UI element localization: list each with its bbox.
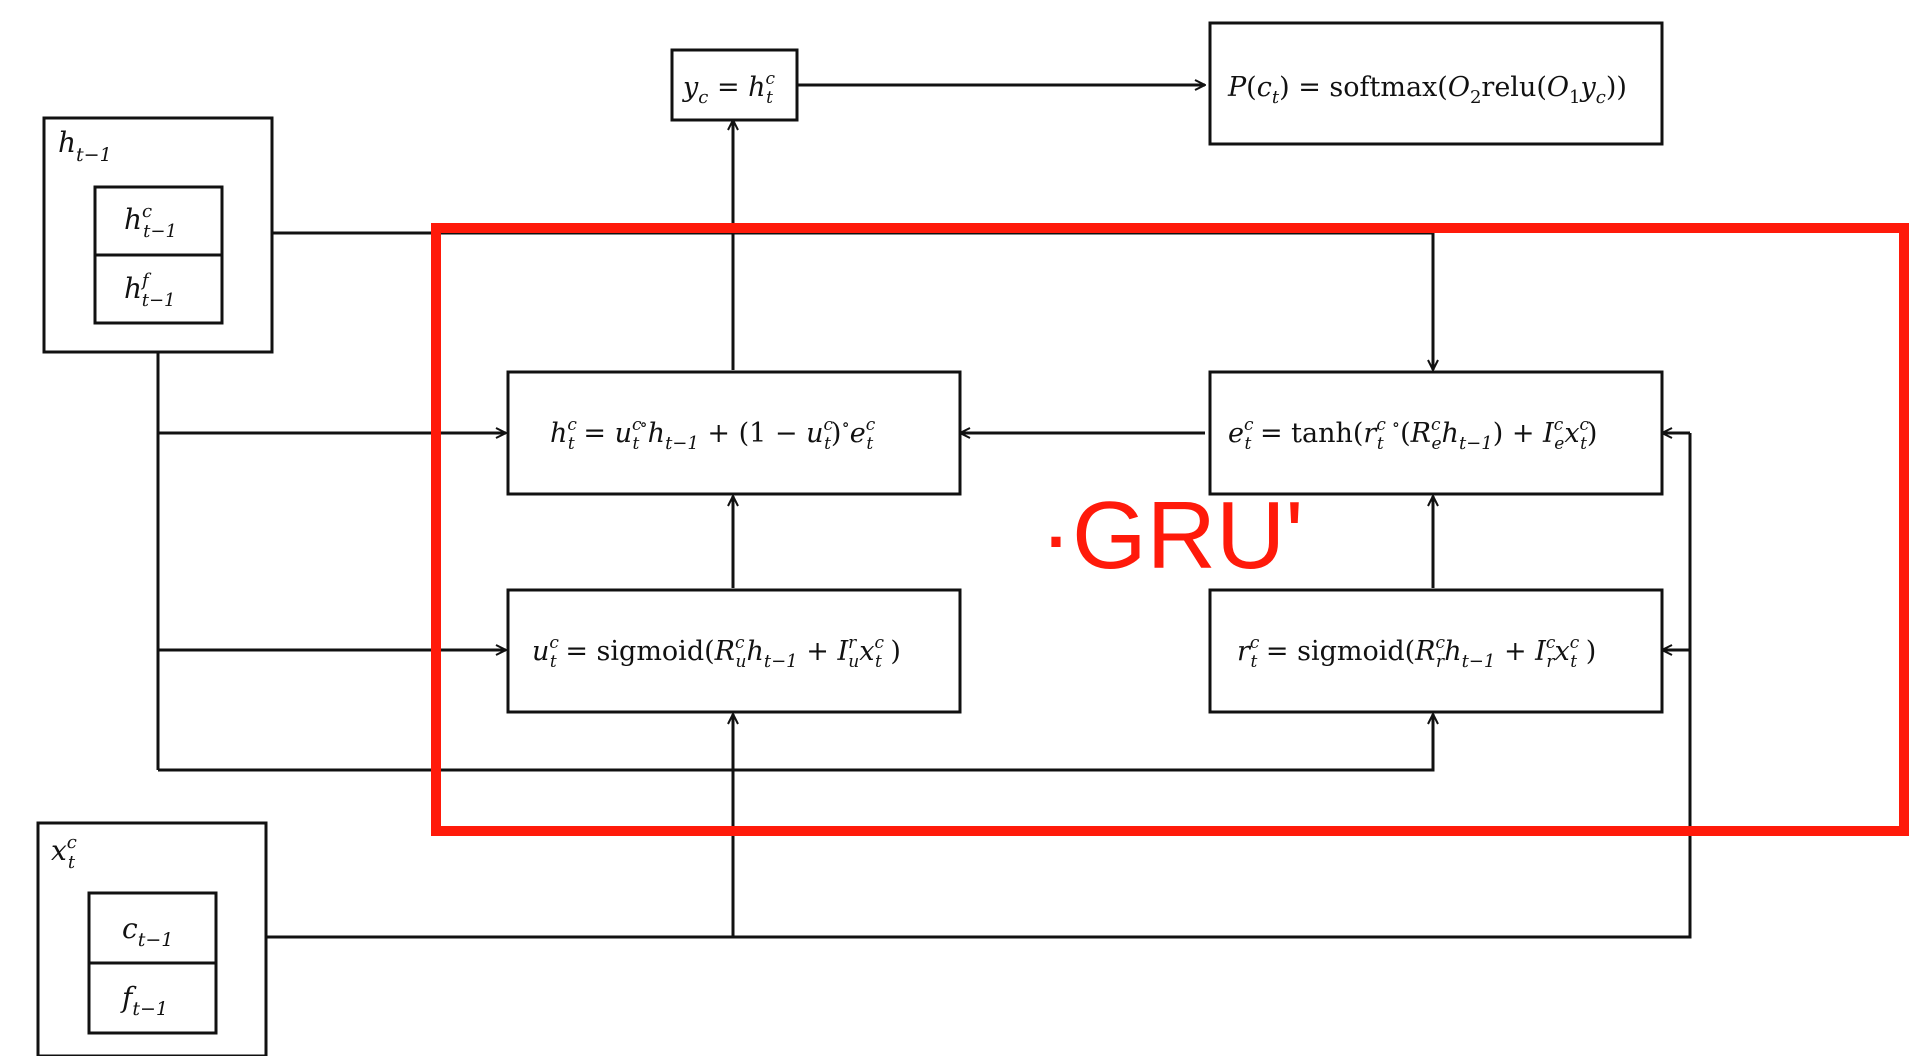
gru-annotation: ·GRU'	[1040, 482, 1304, 589]
x-bottom-cell	[87, 961, 218, 1035]
connectors	[156, 85, 1692, 939]
h-prev-top-cell	[93, 185, 224, 257]
gru-highlight-frame	[431, 223, 1909, 836]
prob-box: P(ct) = softmax(O2relu(O1yc))	[1208, 21, 1664, 146]
connector-hprev-to-e-box	[272, 231, 1433, 370]
h-prev-bottom-cell	[93, 253, 224, 325]
prob-text: P(ct) = softmax(O2relu(O1yc))	[1227, 72, 1627, 108]
connector-x-bus	[266, 433, 1692, 939]
x-top-cell	[87, 891, 218, 965]
connector-hprev-to-r-gate	[158, 714, 1433, 772]
